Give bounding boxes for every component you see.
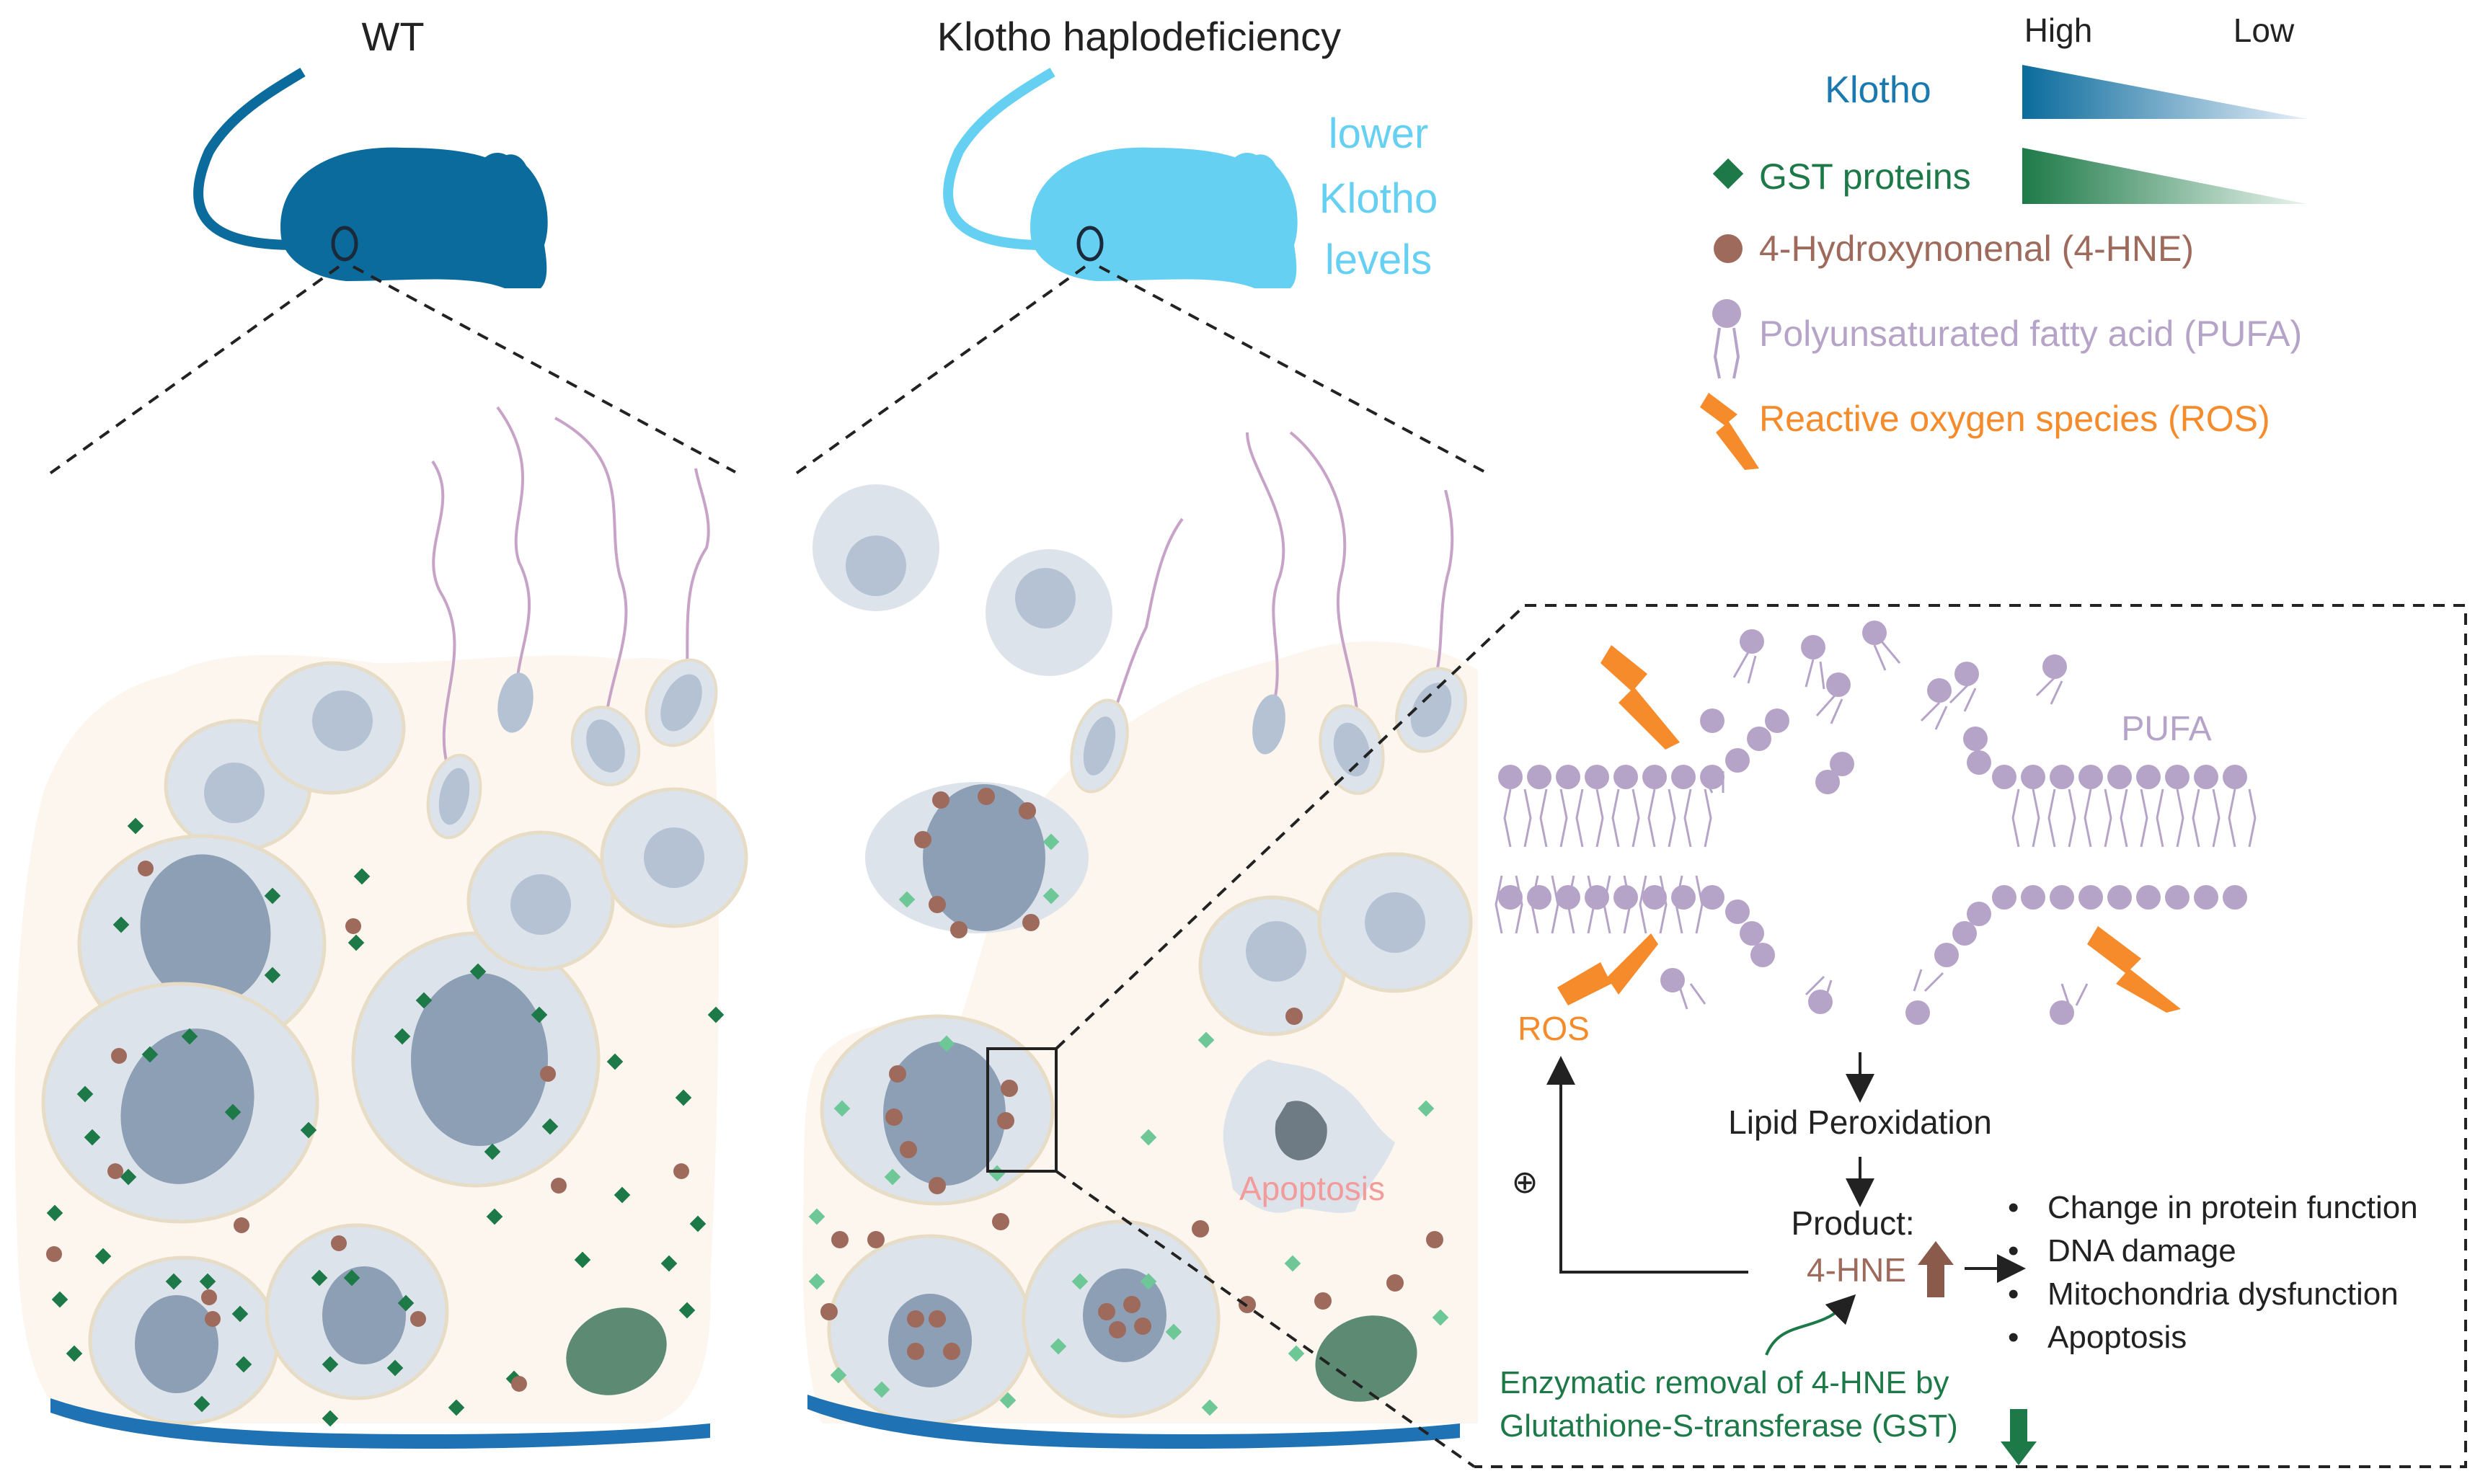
pufa-label: PUFA	[2121, 710, 2211, 748]
legend-high-label: High	[2024, 12, 2093, 49]
mouse-zoom-lines	[45, 265, 1486, 477]
effect-bullet: •	[2008, 1233, 2019, 1268]
klotho-haplo-title: Klotho haplodeficiency	[937, 14, 1341, 59]
wt-basement-membrane	[50, 1398, 710, 1449]
effect-item: Mitochondria dysfunction	[2047, 1276, 2399, 1312]
gst-removal-curve	[1765, 1294, 1856, 1356]
legend-low-label: Low	[2233, 12, 2295, 49]
effect-item: DNA damage	[2047, 1233, 2236, 1268]
wt-cilia	[431, 406, 710, 765]
zoom-connection-lines	[1055, 604, 1526, 1468]
hne-dot-icon	[1714, 234, 1743, 263]
legend-pufa-label: Polyunsaturated fatty acid (PUFA)	[1759, 314, 2302, 354]
zoom-selection-box	[986, 1047, 1058, 1173]
legend-ros-label: Reactive oxygen species (ROS)	[1759, 399, 2270, 439]
haplo-detached-cells	[813, 484, 1112, 933]
wt-ciliated-cells	[426, 658, 718, 840]
ros-bolt-icon	[1557, 933, 1658, 1005]
wt-mouse	[193, 67, 548, 288]
hne-increase-arrow	[1918, 1241, 1954, 1297]
ros-bolt-icon	[1600, 645, 1680, 750]
haplo-cells	[820, 852, 1473, 1426]
hne-product-label: 4-HNE	[1807, 1251, 1906, 1289]
haplo-ciliated-cells	[1070, 667, 1468, 795]
wt-title: WT	[361, 14, 424, 59]
legend-klotho-label: Klotho	[1825, 69, 1931, 111]
ros-label: ROS	[1518, 1010, 1590, 1047]
product-label: Product:	[1791, 1204, 1914, 1242]
klotho-haplo-mouse	[943, 67, 1298, 288]
zoom-panel: PUFA ROS ⊕ Lipid Peroxidation Product: 4…	[1474, 604, 2467, 1468]
scattered-pufa	[1660, 621, 2089, 1025]
gst-removal-line2: Glutathione-S-transferase (GST)	[1500, 1408, 1958, 1444]
klotho-gradient-wedge	[2022, 65, 2307, 119]
legend-hne-label: 4-Hydroxynonenal (4-HNE)	[1759, 228, 2194, 269]
ros-bolts	[1557, 645, 2181, 1013]
gst-gradient-wedge	[2022, 148, 2307, 204]
klotho-word: Klotho	[1319, 175, 1438, 222]
effects-list: • Change in protein function • DNA damag…	[2008, 1190, 2418, 1355]
membrane-left	[1495, 708, 1789, 967]
gst-removal-line1: Enzymatic removal of 4-HNE by	[1500, 1365, 1949, 1400]
pathway-arrows	[1546, 1052, 2026, 1283]
haplo-gst-proteins	[808, 833, 1449, 1416]
effect-bullet: •	[2008, 1276, 2019, 1312]
effect-bullet: •	[2008, 1320, 2019, 1355]
gst-diamond-icon	[1712, 158, 1744, 190]
haplo-hne-dots	[820, 788, 1443, 1360]
effect-bullet: •	[2008, 1190, 2019, 1225]
wt-hne-dots	[46, 861, 689, 1392]
apoptosis-label: Apoptosis	[1239, 1170, 1385, 1207]
lower-word: lower	[1329, 110, 1429, 157]
legend-gst-label: GST proteins	[1759, 156, 1971, 197]
membrane-right	[1934, 727, 2257, 967]
gst-decrease-arrow	[2001, 1409, 2037, 1465]
feedback-plus-symbol: ⊕	[1512, 1165, 1538, 1200]
ros-bolt-icon	[2087, 926, 2181, 1013]
effect-item: Apoptosis	[2047, 1320, 2187, 1355]
levels-word: levels	[1325, 236, 1432, 283]
wt-tissue	[14, 406, 748, 1449]
wt-cells	[41, 661, 748, 1426]
legend: High Low Klotho GST proteins 4-Hydroxyno…	[1700, 12, 2307, 470]
haplo-basement-membrane	[807, 1395, 1460, 1449]
lipid-peroxidation-label: Lipid Peroxidation	[1728, 1103, 1992, 1141]
lower-klotho-levels-label: lower Klotho levels	[1319, 110, 1438, 283]
haplo-tissue: Apoptosis	[802, 431, 1478, 1449]
ros-legend-bolt-icon	[1700, 393, 1759, 470]
pufa-icon	[1712, 299, 1741, 379]
effect-item: Change in protein function	[2047, 1190, 2418, 1225]
